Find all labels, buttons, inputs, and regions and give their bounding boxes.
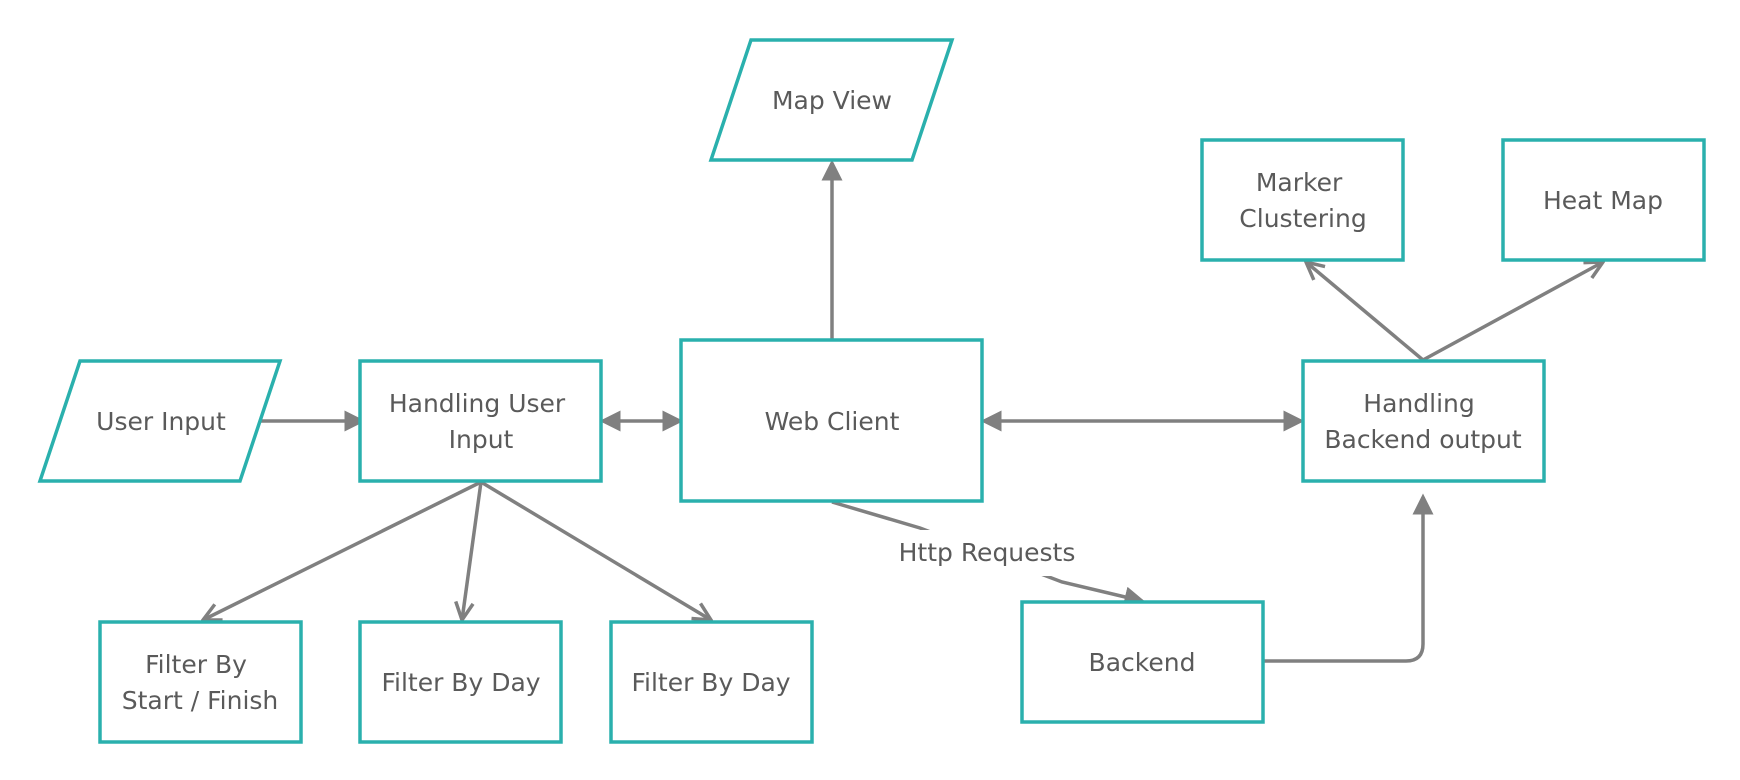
node-label-line-1: Filter By bbox=[145, 650, 247, 679]
node-label: Heat Map bbox=[1543, 186, 1663, 215]
node-label-line-1: Handling bbox=[1363, 389, 1474, 418]
node-label-line-1: Handling User bbox=[389, 389, 566, 418]
edge-handling-user-input-to-filter-start-finish[interactable] bbox=[203, 480, 482, 620]
parallelogram-shape bbox=[37, 359, 283, 483]
node-label: Marker Clustering bbox=[1239, 168, 1366, 233]
node-web-client[interactable]: Web Client bbox=[679, 338, 984, 503]
rectangle-shape bbox=[1301, 359, 1546, 483]
node-label-line-2: Backend output bbox=[1324, 425, 1522, 454]
nodes-layer: Map View User Input Handling User Input … bbox=[37, 38, 1706, 744]
node-map-view[interactable]: Map View bbox=[708, 38, 955, 162]
node-filter-by-day-1[interactable]: Filter By Day bbox=[358, 620, 563, 744]
rectangle-shape bbox=[679, 338, 984, 503]
rectangle-shape bbox=[1501, 138, 1706, 262]
node-label-line-1: Map View bbox=[772, 86, 892, 115]
node-label: User Input bbox=[96, 407, 226, 436]
edge-handling-backend-output-to-heat-map[interactable] bbox=[1422, 262, 1603, 362]
node-label: Filter By Day bbox=[381, 668, 540, 697]
node-label: Handling User Input bbox=[389, 389, 573, 454]
node-label-line-1: Filter By Day bbox=[631, 668, 790, 697]
edge-handling-user-input-to-filter-by-day-2[interactable] bbox=[480, 480, 711, 620]
node-label-line-2: Start / Finish bbox=[122, 686, 279, 715]
node-label: Map View bbox=[772, 86, 892, 115]
edge-handling-backend-output-to-marker-clustering[interactable] bbox=[1306, 262, 1425, 362]
node-label-line-1: Web Client bbox=[765, 407, 900, 436]
node-label-line-1: Backend bbox=[1089, 648, 1196, 677]
edge-label-background bbox=[892, 530, 1082, 576]
edges-layer: Http Requests bbox=[203, 159, 1603, 663]
node-label-line-2: Input bbox=[449, 425, 514, 454]
node-label-line-1: Marker bbox=[1256, 168, 1343, 197]
rectangle-shape bbox=[609, 620, 814, 744]
node-heat-map[interactable]: Heat Map bbox=[1501, 138, 1706, 262]
node-marker-clustering[interactable]: Marker Clustering bbox=[1200, 138, 1405, 262]
node-label-line-1: Heat Map bbox=[1543, 186, 1663, 215]
node-filter-start-finish[interactable]: Filter By Start / Finish bbox=[98, 620, 303, 744]
edge-backend-to-handling-backend-output[interactable] bbox=[1263, 493, 1434, 663]
node-filter-by-day-2[interactable]: Filter By Day bbox=[609, 620, 814, 744]
node-label: Handling Backend output bbox=[1324, 389, 1522, 454]
node-label-line-1: Filter By Day bbox=[381, 668, 540, 697]
rectangle-shape bbox=[358, 620, 563, 744]
node-label: Filter By Day bbox=[631, 668, 790, 697]
rectangle-shape bbox=[1020, 600, 1265, 724]
node-backend[interactable]: Backend bbox=[1020, 600, 1265, 724]
node-label-line-2: Clustering bbox=[1239, 204, 1366, 233]
http-requests-label: Http Requests bbox=[899, 538, 1076, 567]
node-handling-user-input[interactable]: Handling User Input bbox=[358, 359, 603, 483]
rectangle-shape bbox=[1200, 138, 1405, 262]
node-handling-backend-output[interactable]: Handling Backend output bbox=[1301, 359, 1546, 483]
node-label-line-1: User Input bbox=[96, 407, 226, 436]
rectangle-shape bbox=[358, 359, 603, 483]
edge-handling-user-input-to-filter-by-day-1[interactable] bbox=[462, 481, 483, 620]
rectangle-shape bbox=[98, 620, 303, 744]
node-label: Backend bbox=[1089, 648, 1196, 677]
node-label: Filter By Start / Finish bbox=[122, 650, 279, 715]
parallelogram-shape bbox=[708, 38, 955, 162]
node-user-input[interactable]: User Input bbox=[37, 359, 283, 483]
node-label: Web Client bbox=[765, 407, 900, 436]
